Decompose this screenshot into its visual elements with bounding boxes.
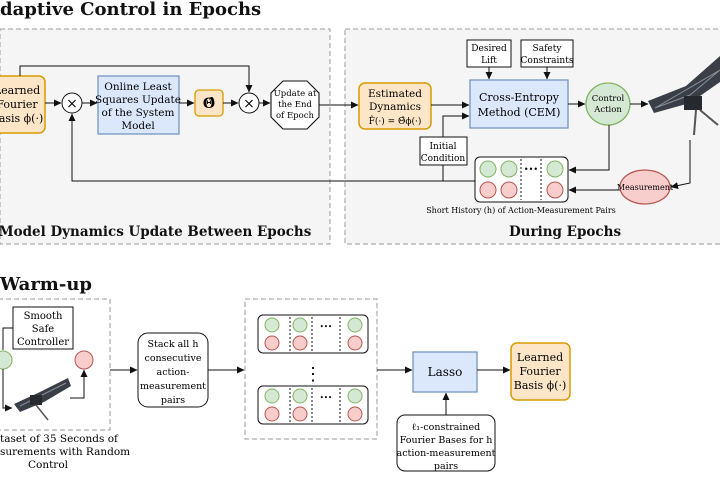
dataset-connectors: [2, 327, 88, 412]
stacked-pairs-row-2: [257, 385, 369, 425]
bottom-connectors: [110, 366, 511, 415]
stack-label-2: consecutive: [145, 353, 202, 364]
stack-label-3: action-: [157, 367, 190, 378]
initial-condition-label-2: Condition: [421, 154, 466, 164]
short-history-ellipsis: •••: [524, 165, 538, 174]
stack-label-4: measurement: [140, 381, 206, 392]
smooth-safe-label-2: Safe: [32, 324, 55, 335]
panel-title-model-update: Model Dynamics Update Between Epochs: [0, 224, 312, 240]
learned-basis-label-top-1: Learned: [0, 84, 40, 97]
stack-label-5: pairs: [161, 395, 185, 406]
stacked-row-1-ellipsis: •••: [320, 323, 332, 331]
short-history-caption: Short History (h) of Action-Measurement …: [426, 206, 616, 215]
multiply-symbol-2: ×: [243, 96, 255, 112]
update-epoch-octagon: [270, 80, 320, 130]
section-title-adaptive-control: daptive Control in Epochs: [0, 0, 261, 20]
dataset-caption-3: Control: [28, 459, 69, 471]
learned-basis-label-top-2: Fourier: [0, 98, 38, 111]
learned-basis-label-top-3: Basis ϕ(·): [0, 112, 43, 125]
top-connectors: [19, 65, 691, 194]
octagon-label-2: the End: [278, 100, 312, 110]
smooth-safe-label-1: Smooth: [24, 311, 63, 322]
safety-label-2: Constraints: [521, 56, 574, 66]
multiply-symbol-1: ×: [66, 96, 78, 112]
learned-basis-box-top: [0, 75, 46, 134]
ols-label-1: Online Least: [104, 81, 172, 93]
ols-label-2: Squares Update: [95, 94, 181, 106]
drone-image-bottom: [14, 378, 71, 421]
stacked-row-2-ellipsis: •••: [320, 394, 332, 402]
l1-label-3: action-measurement: [397, 448, 496, 459]
estimated-dynamics-box: [358, 82, 432, 130]
cem-label-2: Method (CEM): [478, 106, 561, 119]
l1-label-2: Fourier Bases for h: [400, 435, 493, 446]
measurement-node: [619, 169, 671, 205]
control-action-label-2: Action: [593, 105, 622, 115]
section-title-warmup: Warm-up: [0, 274, 92, 295]
learned-basis-label-bottom-3: Basis ϕ(·): [514, 379, 567, 392]
stack-label-1: Stack all h: [148, 339, 199, 350]
cem-label-1: Cross-Entropy: [479, 91, 560, 104]
stacked-pairs-row-1: [257, 314, 369, 354]
ols-label-4: Model: [121, 120, 155, 132]
initial-condition-box: [419, 136, 468, 166]
control-action-label-1: Control: [592, 94, 625, 104]
safety-label-1: Safety: [533, 44, 563, 54]
ols-label-3: of the System: [102, 107, 175, 119]
dataset-caption-2: surements with Random: [0, 446, 130, 458]
smooth-safe-controller-box: [12, 306, 74, 350]
stacked-vdots: ⋮: [304, 364, 322, 385]
panel-model-update: [0, 28, 331, 245]
control-action-node: [585, 82, 631, 126]
estimated-dynamics-label-1: Estimated: [368, 88, 422, 100]
panel-title-during-epochs: During Epochs: [509, 224, 621, 240]
safety-constraints-box: [520, 39, 574, 68]
dataset-caption-1: taset of 35 Seconds of: [0, 433, 119, 445]
estimated-dynamics-label-2: Dynamics: [369, 101, 421, 113]
cem-box: [469, 79, 569, 129]
octagon-label-3: of Epoch: [276, 111, 314, 121]
theta-hat-label: Θ̂: [203, 96, 215, 112]
ols-update-box: [97, 75, 180, 135]
desired-lift-label-1: Desired: [471, 44, 507, 54]
initial-condition-label-1: Initial: [430, 142, 457, 152]
learned-basis-box-bottom: [510, 342, 571, 401]
l1-label-1: ℓ₁-constrained: [412, 422, 481, 433]
learned-basis-label-bottom-2: Fourier: [519, 365, 561, 378]
estimated-dynamics-label-3: F̂(·) = Θ̂ϕ(·): [369, 115, 422, 127]
octagon-label-1: Update at: [274, 89, 317, 99]
smooth-safe-label-3: Controller: [17, 337, 69, 348]
desired-lift-label-2: Lift: [481, 56, 497, 66]
lasso-box: [412, 351, 478, 393]
lasso-label: Lasso: [428, 365, 463, 379]
warmup-measurement-node: [74, 350, 94, 370]
short-history-box: [474, 156, 569, 203]
measurement-label: Measurement: [617, 183, 674, 192]
learned-basis-label-bottom-1: Learned: [517, 351, 563, 364]
l1-label-4: pairs: [434, 461, 458, 472]
drone-image-top: [648, 56, 720, 136]
